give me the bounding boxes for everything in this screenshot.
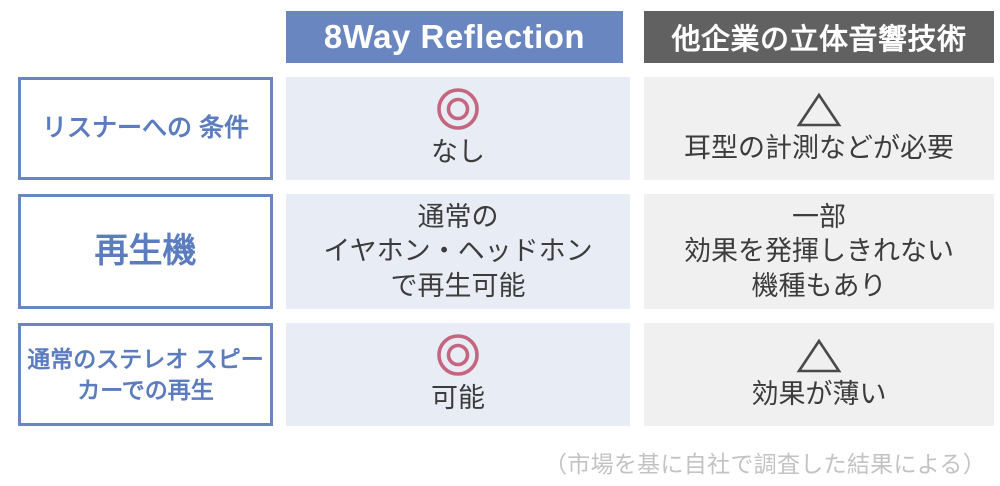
cell-text-line: で再生可能 bbox=[390, 270, 526, 301]
cell-competitor-playback-device: 一部 効果を発揮しきれない 機種もあり bbox=[644, 194, 994, 309]
table-grid: 8Way Reflection 他企業の立体音響技術 リスナーへの 条件 bbox=[0, 0, 1000, 426]
cell-competitor-listener-condition: 耳型の計測などが必要 bbox=[644, 77, 994, 180]
table-row: 再生機 通常の イヤホン・ヘッドホン で再生可能 一部 効果を発 bbox=[0, 194, 1000, 309]
cell-product-playback-device: 通常の イヤホン・ヘッドホン で再生可能 bbox=[286, 194, 630, 309]
triangle-icon bbox=[795, 337, 843, 375]
cell-text-line: 効果が薄い bbox=[751, 379, 887, 410]
row-label-line: スピーカーでの再生 bbox=[77, 346, 264, 403]
row-label-stereo-speaker-playback: 通常のステレオ スピーカーでの再生 bbox=[18, 323, 273, 426]
row-label-line: 条件 bbox=[198, 114, 249, 142]
cell-text-line: なし bbox=[431, 137, 485, 168]
row-label-line: 再生機 bbox=[94, 232, 197, 271]
cell-competitor-stereo-speaker-playback: 効果が薄い bbox=[644, 323, 994, 426]
row-label-line: 通常のステレオ bbox=[27, 346, 189, 373]
row-label-line: リスナーへの bbox=[42, 114, 193, 142]
triangle-icon bbox=[795, 91, 843, 129]
double-circle-icon bbox=[436, 333, 480, 377]
cell-text-line: 可能 bbox=[431, 383, 485, 414]
header-cell-competitor: 他企業の立体音響技術 bbox=[644, 11, 994, 63]
table-row: リスナーへの 条件 なし bbox=[0, 77, 1000, 180]
row-label-listener-condition: リスナーへの 条件 bbox=[18, 77, 273, 180]
table-header-row: 8Way Reflection 他企業の立体音響技術 bbox=[0, 0, 1000, 63]
cell-product-stereo-speaker-playback: 可能 bbox=[286, 323, 630, 426]
cell-text-line: イヤホン・ヘッドホン bbox=[323, 236, 593, 267]
double-circle-icon bbox=[436, 87, 480, 131]
footnote-text: （市場を基に自社で調査した結果による） bbox=[543, 451, 986, 477]
cell-text-line: 機種もあり bbox=[751, 270, 887, 301]
cell-text-line: 通常の bbox=[417, 201, 499, 232]
row-label-playback-device: 再生機 bbox=[18, 194, 273, 309]
header-cell-product: 8Way Reflection bbox=[286, 11, 623, 63]
cell-text-line: 一部 bbox=[792, 201, 846, 232]
cell-text-line: 効果を発揮しきれない bbox=[684, 236, 954, 267]
cell-text-line: 耳型の計測などが必要 bbox=[684, 133, 954, 164]
cell-product-listener-condition: なし bbox=[286, 77, 630, 180]
header-corner-spacer bbox=[0, 0, 286, 63]
table-row: 通常のステレオ スピーカーでの再生 可能 bbox=[0, 323, 1000, 426]
